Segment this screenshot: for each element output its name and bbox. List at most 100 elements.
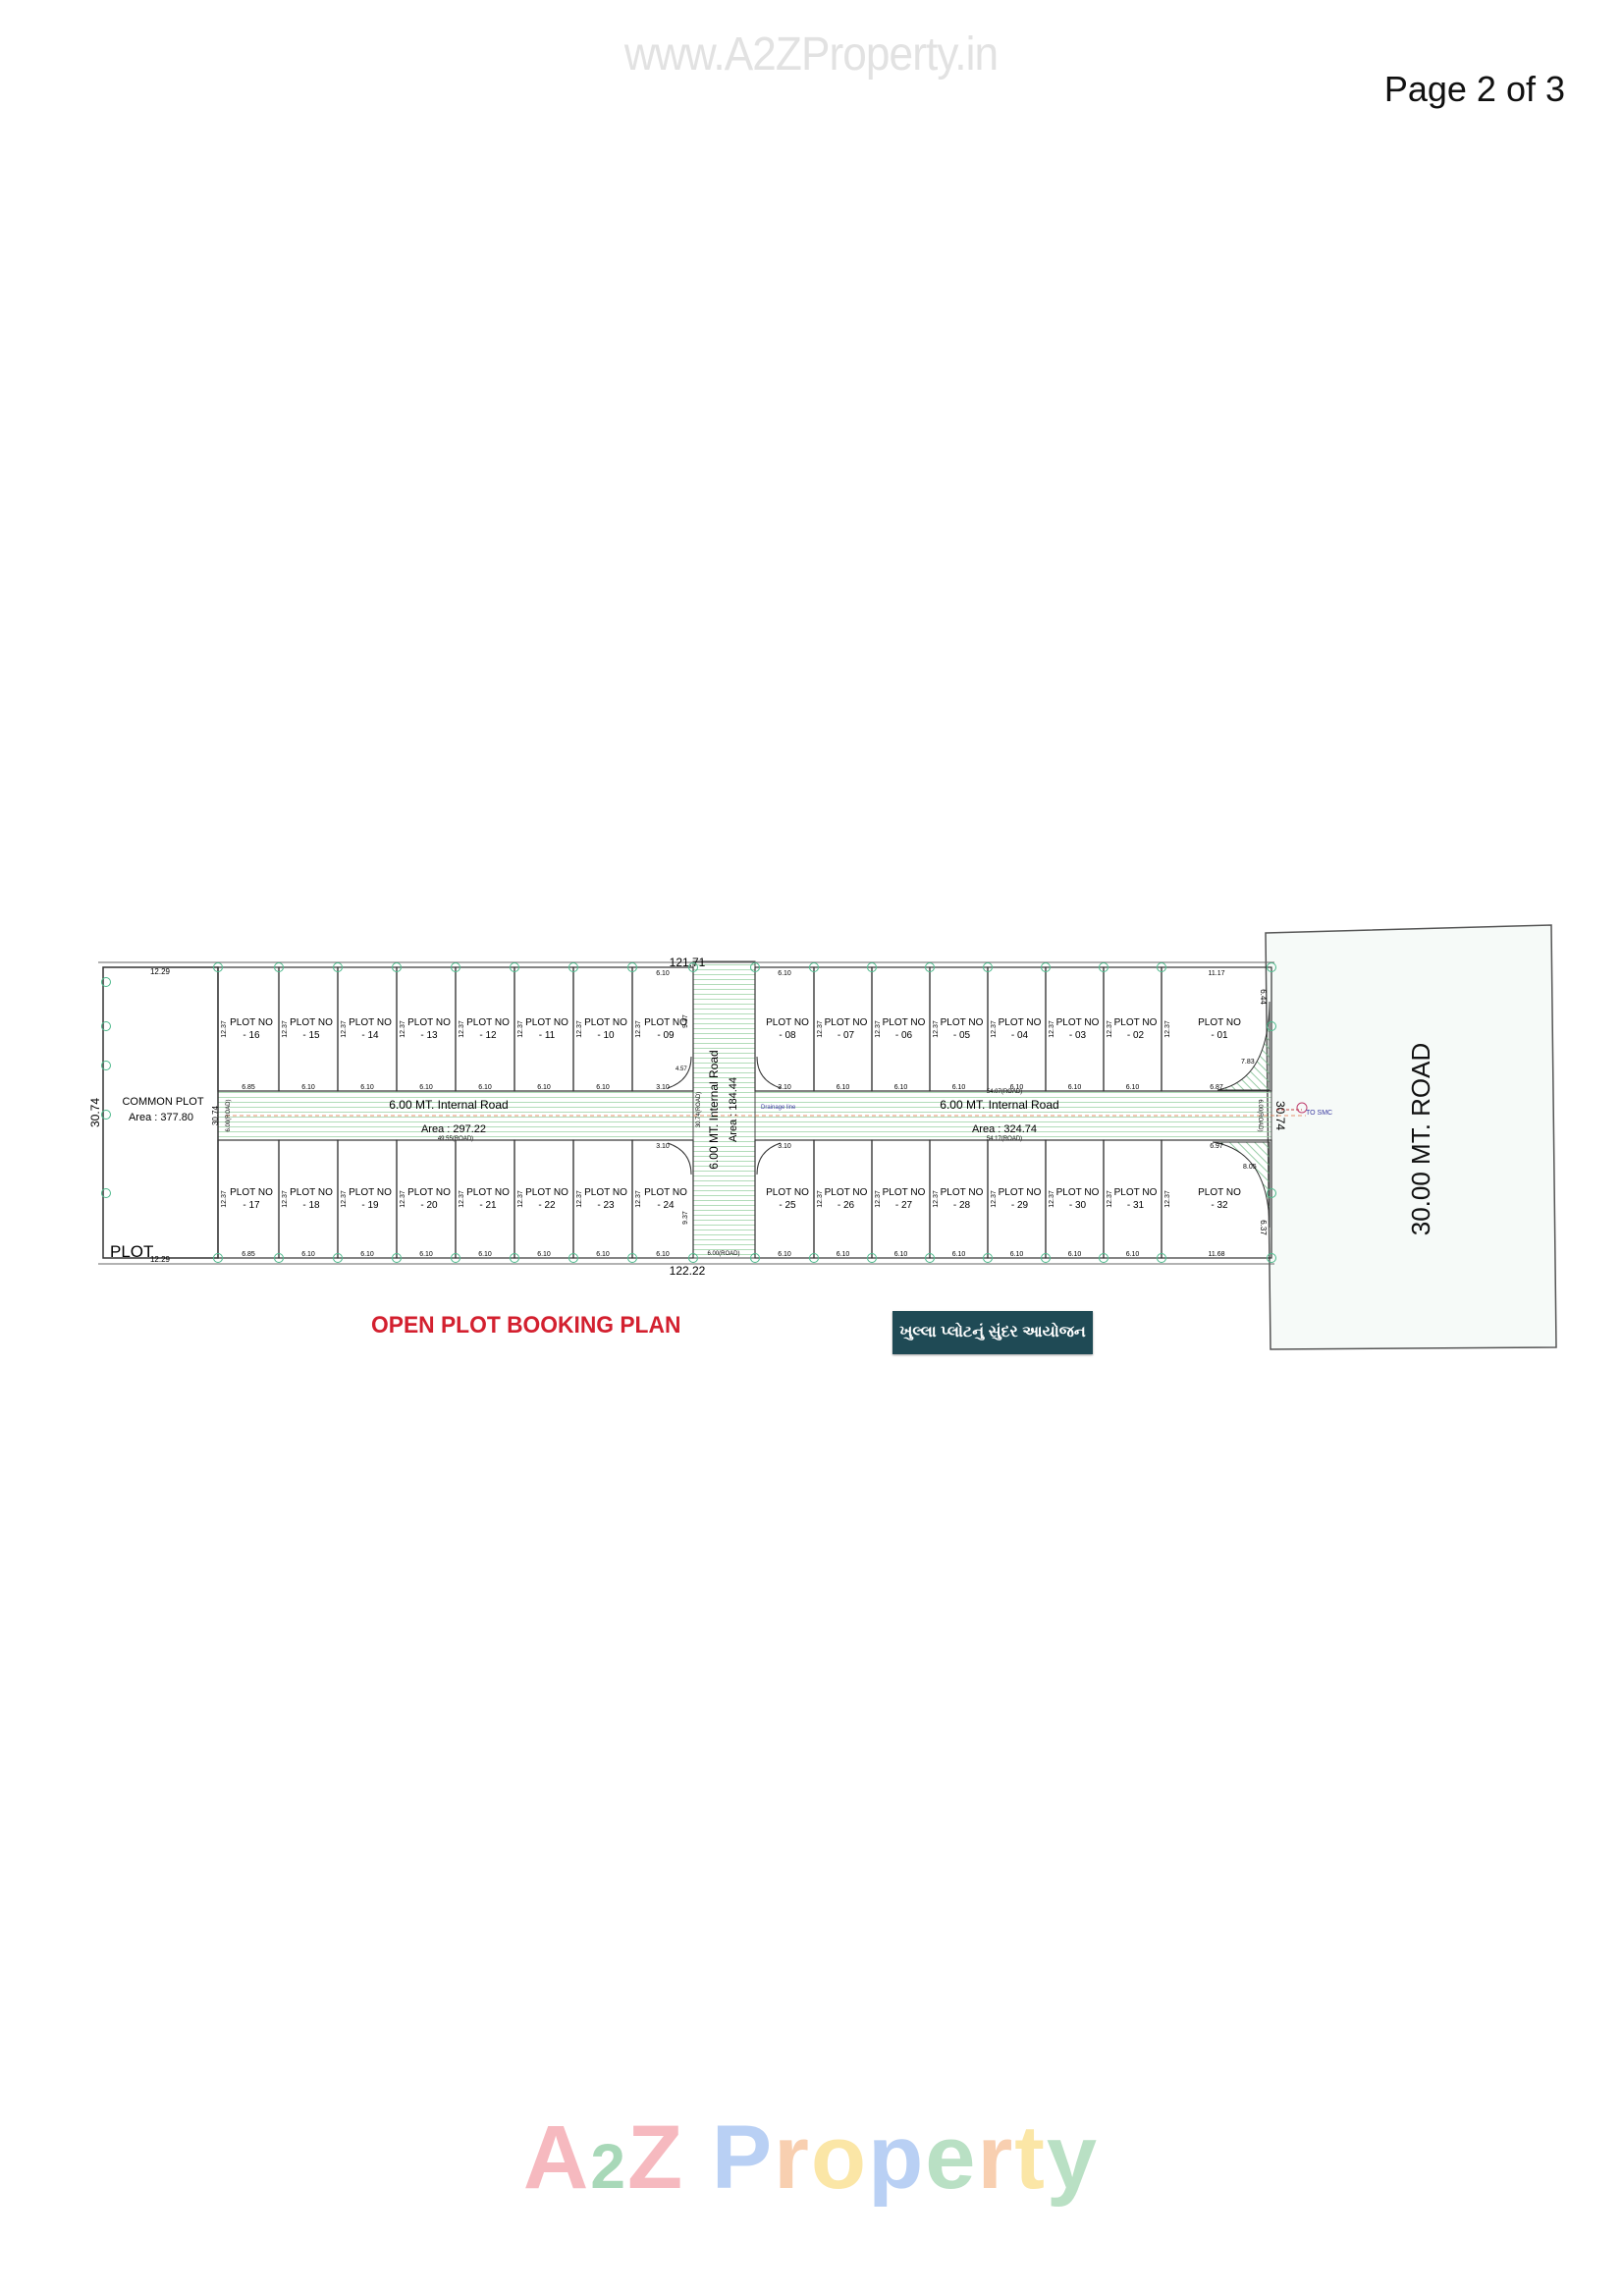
plot-depth-dim: 12.37 — [1164, 1020, 1171, 1038]
plot-depth-dim: 12.37 — [282, 1020, 289, 1038]
plot-depth-dim: 12.37 — [933, 1190, 940, 1208]
plot-boundary — [1161, 966, 1272, 1092]
dim-6-37: 6.37 — [1259, 1220, 1268, 1235]
survey-node-icon — [750, 1253, 760, 1263]
plot-back-dim: 6.10 — [301, 1251, 315, 1258]
common-plot — [102, 966, 219, 1259]
plot-label: PLOT NO — [466, 1017, 510, 1028]
plot-number: - 15 — [302, 1030, 320, 1041]
plot-number: - 21 — [479, 1200, 497, 1211]
plot-depth-dim: 12.37 — [1049, 1190, 1055, 1208]
survey-node-icon — [688, 962, 698, 972]
plot-back-dim: 6.85 — [242, 1251, 255, 1258]
overall-left-width: 30.74 — [88, 1098, 102, 1127]
survey-node-icon — [688, 1253, 698, 1263]
plot-number: - 14 — [361, 1030, 379, 1041]
plot-label: PLOT NO — [230, 1017, 273, 1028]
plot-boundary — [631, 966, 694, 1092]
smc-node-icon — [1296, 1102, 1308, 1114]
plot-number: - 16 — [243, 1030, 260, 1041]
common-plot-bottom-dim: 12.29 — [150, 1255, 171, 1264]
plot-number: - 25 — [779, 1200, 796, 1211]
gujarati-badge: ખુલ્લા પ્લોટનું સુંદર આયોજન — [892, 1311, 1093, 1354]
plot-number: - 07 — [838, 1030, 855, 1041]
corner-arc-09 — [667, 1056, 692, 1089]
survey-node-icon — [451, 1253, 460, 1263]
plot-boundary — [754, 1139, 815, 1259]
plot-depth-dim: 12.37 — [1164, 1190, 1171, 1208]
survey-node-icon — [392, 1253, 402, 1263]
survey-node-icon — [213, 962, 223, 972]
plot-label: PLOT NO — [230, 1187, 273, 1198]
plot-back-dim: 6.10 — [778, 1251, 791, 1258]
survey-node-icon — [750, 962, 760, 972]
plot-label: PLOT NO — [349, 1187, 392, 1198]
plot-depth-dim: 12.37 — [400, 1020, 406, 1038]
survey-node-icon — [1267, 1253, 1276, 1263]
plot-label: PLOT NO — [407, 1017, 451, 1028]
plot-front-dim: 6.97 — [1210, 1143, 1223, 1150]
survey-node-icon — [213, 1253, 223, 1263]
plot-label: PLOT NO — [349, 1017, 392, 1028]
logo-letter: o — [810, 2107, 869, 2208]
plot-number: - 10 — [597, 1030, 615, 1041]
survey-node-icon — [925, 1253, 935, 1263]
plot-front-dim: 6.10 — [1068, 1084, 1082, 1091]
plot-back-dim: 6.10 — [837, 1251, 850, 1258]
right-road-area: Area : 324.74 — [972, 1123, 1037, 1135]
plot-back-dim: 6.10 — [596, 1251, 610, 1258]
plot-front-dim: 6.10 — [301, 1084, 315, 1091]
plot-label: PLOT NO — [525, 1017, 568, 1028]
plot-label: PLOT NO — [825, 1017, 868, 1028]
plot-number: - 31 — [1127, 1200, 1145, 1211]
corner-arc-08 — [756, 1056, 782, 1089]
plot-front-dim: 6.10 — [1010, 1084, 1024, 1091]
center-road-name: 6.00 MT. Internal Road — [707, 1050, 721, 1169]
plot-depth-dim: 12.37 — [221, 1190, 228, 1208]
plot-corner-label: PLOT — [110, 1242, 153, 1261]
left-road-area: Area : 297.22 — [421, 1123, 486, 1135]
plot-front-dim: 6.10 — [1126, 1084, 1140, 1091]
plot-label: PLOT NO — [290, 1017, 333, 1028]
plot-number: - 27 — [895, 1200, 913, 1211]
survey-node-icon — [867, 1253, 877, 1263]
drainage-line-label: Drainage line — [761, 1105, 796, 1111]
plot-number: - 08 — [779, 1030, 796, 1041]
plot-front-dim: 6.87 — [1210, 1084, 1223, 1091]
survey-node-icon — [809, 1253, 819, 1263]
logo-letter — [684, 2106, 712, 2210]
plot-number: - 30 — [1069, 1200, 1087, 1211]
plot-depth-dim: 12.37 — [875, 1190, 882, 1208]
plot-depth-dim: 12.37 — [517, 1020, 524, 1038]
corner-arc-24 — [667, 1142, 692, 1175]
smc-label: TO SMC — [1306, 1110, 1332, 1117]
logo-letter: A — [522, 2107, 591, 2208]
inner-width: 30.74 — [211, 1105, 220, 1125]
plot-front-dim: 6.10 — [952, 1084, 966, 1091]
corner-arc-01 — [1216, 1001, 1271, 1091]
survey-node-icon — [1267, 1021, 1276, 1031]
plot-number: - 11 — [539, 1030, 556, 1041]
logo-letter: P — [711, 2107, 775, 2208]
plot-depth-dim: 12.37 — [459, 1190, 465, 1208]
plot-number: - 04 — [1011, 1030, 1029, 1041]
plot-front-dim: 6.10 — [360, 1084, 374, 1091]
logo-letter: t — [1014, 2107, 1047, 2208]
plot-front-dim: 6.10 — [537, 1084, 551, 1091]
plot-depth-dim: 12.37 — [875, 1020, 882, 1038]
left-road-width: 6.00(ROAD) — [226, 1099, 232, 1131]
logo-letter: e — [925, 2107, 978, 2208]
survey-node-icon — [101, 977, 111, 987]
logo-letter: y — [1046, 2107, 1100, 2208]
plot-number: - 18 — [302, 1200, 320, 1211]
plot-front-dim: 6.85 — [242, 1084, 255, 1091]
survey-node-icon — [809, 962, 819, 972]
plot-label: PLOT NO — [1198, 1017, 1241, 1028]
plot-label: PLOT NO — [1056, 1017, 1100, 1028]
plot-back-dim: 6.10 — [894, 1251, 908, 1258]
plot-label: PLOT NO — [999, 1017, 1042, 1028]
plot-label: PLOT NO — [883, 1017, 926, 1028]
plot-front-dim: 6.10 — [596, 1084, 610, 1091]
main-road-label: 30.00 MT. ROAD — [1406, 1043, 1435, 1236]
plot-back-dim: 11.68 — [1209, 1251, 1225, 1258]
